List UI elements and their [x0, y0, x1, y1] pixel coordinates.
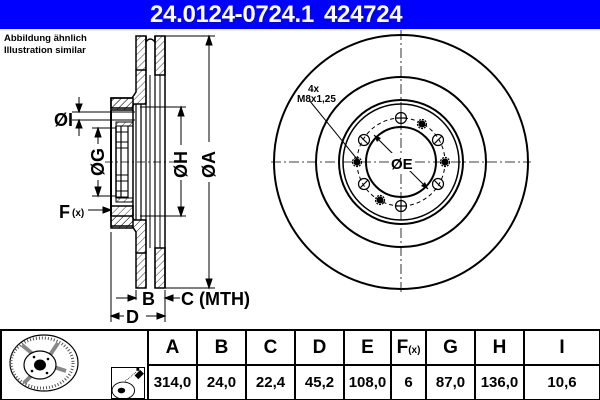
label-d: D [126, 307, 139, 327]
illustration-disclaimer: Abbildung ähnlich Illustration similar [4, 33, 87, 57]
col-header-f-label: F [396, 336, 409, 358]
side-view-section [105, 35, 180, 289]
col-header-b: B [196, 329, 247, 366]
label-dia-i: ØI [54, 110, 73, 130]
col-header-f-sub: (x) [408, 344, 421, 356]
disclaimer-de: Abbildung ähnlich [4, 33, 87, 44]
label-c-mth: C (MTH) [181, 289, 250, 309]
label-dia-h: ØH [171, 151, 191, 178]
col-header-g: G [425, 329, 476, 366]
e-label-bg [389, 153, 415, 171]
value-f: 6 [390, 364, 427, 400]
col-header-c: C [245, 329, 296, 366]
label-f: F [59, 202, 70, 222]
bolt-holes-open [357, 111, 445, 213]
value-d: 45,2 [294, 364, 345, 400]
threaded-holes [351, 118, 451, 206]
title-bar: 24.0124-0724.1 424724 [0, 0, 600, 29]
value-g: 87,0 [425, 364, 476, 400]
value-c: 22,4 [245, 364, 296, 400]
thread-spec: M8x1,25 [297, 94, 336, 105]
col-header-h: H [474, 329, 525, 366]
value-h: 136,0 [474, 364, 525, 400]
col-header-f: F(x) [390, 329, 427, 366]
value-i: 10,6 [523, 364, 600, 400]
label-dia-g: ØG [88, 148, 108, 176]
value-e: 108,0 [343, 364, 392, 400]
cleaning-spray-icon [111, 367, 145, 399]
spec-table: A B C D E F(x) G H I 314,0 24,0 22,4 45,… [0, 329, 600, 400]
front-view [271, 30, 531, 292]
thread-count: 4x [308, 84, 320, 95]
disclaimer-en: Illustration similar [4, 45, 86, 56]
col-header-e: E [343, 329, 392, 366]
product-image-cell [0, 329, 149, 400]
technical-drawing: ØI ØG ØH ØA F (x) B C (MTH) D [54, 30, 531, 327]
spec-header-row: A B C D E F(x) G H I [0, 329, 600, 400]
label-dia-e: ØE [391, 156, 413, 173]
brake-disc-rotor-image [9, 334, 79, 392]
value-a: 314,0 [147, 364, 198, 400]
reference-number: 424724 [324, 1, 403, 28]
label-f-sub: (x) [72, 208, 84, 219]
side-view-labels: ØI ØG ØH ØA F (x) B C (MTH) D [54, 110, 250, 327]
col-header-a: A [147, 329, 198, 366]
dimension-lines [72, 34, 215, 322]
part-number: 24.0124-0724.1 [150, 1, 314, 28]
col-header-i: I [523, 329, 600, 366]
col-header-d: D [294, 329, 345, 366]
front-view-labels: 4x M8x1,25 ØE [297, 84, 415, 173]
value-b: 24,0 [196, 364, 247, 400]
spec-value-row: 314,0 24,0 22,4 45,2 108,0 6 87,0 136,0 … [1, 364, 600, 400]
label-dia-a: ØA [199, 151, 219, 178]
label-b: B [142, 289, 155, 309]
